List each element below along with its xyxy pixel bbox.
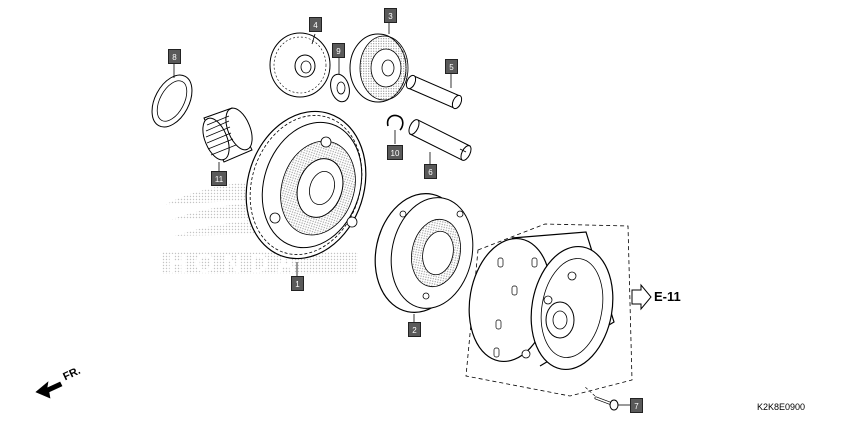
part-6-shaft bbox=[408, 119, 472, 166]
part-1-starter-driven-gear bbox=[245, 110, 367, 276]
part-4-small-gear bbox=[269, 32, 331, 98]
callout-3: 3 bbox=[384, 8, 397, 23]
part-5-shaft bbox=[405, 73, 463, 110]
part-8-washer bbox=[151, 58, 193, 128]
part-2-one-way-clutch bbox=[374, 193, 474, 322]
callout-4: 4 bbox=[309, 17, 322, 32]
callout-5: 5 bbox=[445, 59, 458, 74]
part-3-idle-gear bbox=[349, 22, 409, 103]
callout-6: 6 bbox=[424, 164, 437, 179]
callout-8: 8 bbox=[168, 49, 181, 64]
flywheel-group-outline bbox=[465, 223, 633, 397]
callout-9: 9 bbox=[332, 43, 345, 58]
outline-right-arrow-icon bbox=[631, 283, 652, 311]
diagram-code: K2K8E0900 bbox=[757, 402, 806, 412]
callout-1: 1 bbox=[291, 276, 304, 291]
callout-7: 7 bbox=[630, 398, 643, 413]
callout-2: 2 bbox=[408, 322, 421, 337]
reference-label: E-11 bbox=[654, 289, 681, 304]
part-10-clip bbox=[386, 114, 404, 144]
part-11-needle-bearing bbox=[202, 107, 253, 172]
flywheel bbox=[468, 231, 615, 371]
part-9-washer bbox=[330, 58, 350, 103]
callout-11: 11 bbox=[211, 171, 227, 186]
part-7-bolt bbox=[583, 385, 630, 411]
callout-10: 10 bbox=[387, 145, 403, 160]
front-arrow-icon bbox=[35, 381, 63, 399]
